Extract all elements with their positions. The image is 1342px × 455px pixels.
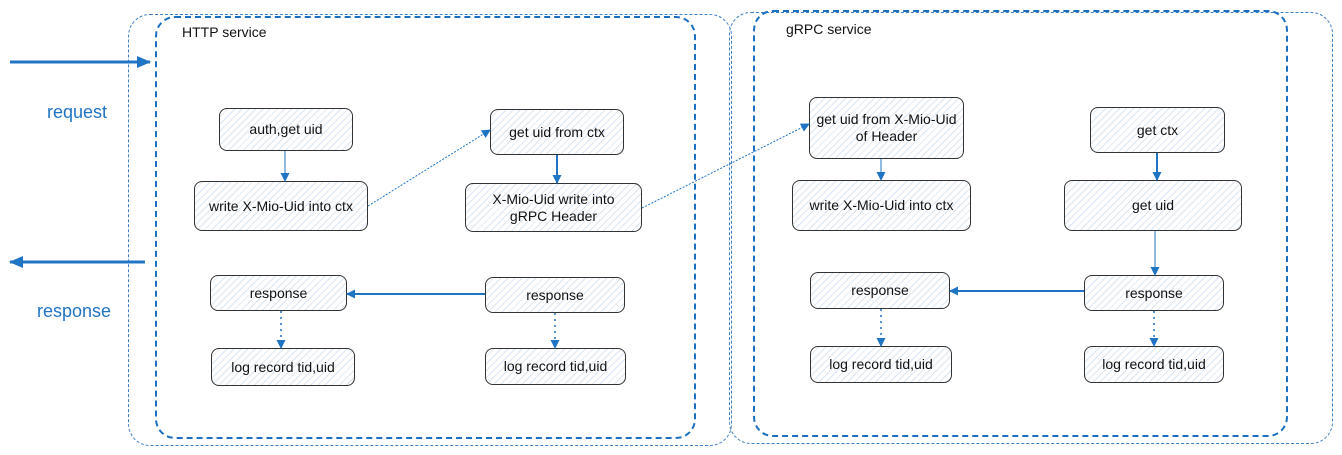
http-service-frame	[155, 16, 696, 439]
request-label: request	[47, 102, 108, 122]
grpc-response-right-node: response	[1084, 275, 1224, 311]
grpc-log-right-node: log record tid,uid	[1084, 346, 1224, 383]
get-uid-from-header-node: get uid from X-Mio-Uid of Header	[809, 97, 964, 159]
write-ctx-to-get-uid-arrow	[367, 129, 491, 207]
http-service-title: HTTP service	[182, 24, 267, 40]
grpc-service-frame	[753, 10, 1288, 437]
response-label: response	[37, 301, 112, 321]
http-response-right-node: response	[485, 277, 625, 313]
http-response-left-node: response	[210, 275, 347, 311]
write-grpc-header-node: X-Mio-Uid write into gRPC Header	[465, 183, 642, 232]
get-uid-from-ctx-node: get uid from ctx	[490, 109, 624, 155]
auth-get-uid-node: auth,get uid	[219, 108, 353, 151]
grpc-service-title: gRPC service	[786, 21, 872, 37]
get-uid-node: get uid	[1064, 180, 1242, 231]
http-service-outer-frame	[128, 14, 732, 446]
header-to-grpc-arrow	[641, 123, 810, 209]
grpc-write-ctx-node: write X-Mio-Uid into ctx	[792, 180, 971, 231]
http-write-ctx-node: write X-Mio-Uid into ctx	[194, 181, 368, 231]
http-log-left-node: log record tid,uid	[211, 348, 355, 386]
grpc-service-outer-frame	[729, 12, 1333, 444]
grpc-response-left-node: response	[810, 272, 950, 309]
get-ctx-node: get ctx	[1090, 107, 1225, 153]
http-log-right-node: log record tid,uid	[485, 348, 626, 385]
